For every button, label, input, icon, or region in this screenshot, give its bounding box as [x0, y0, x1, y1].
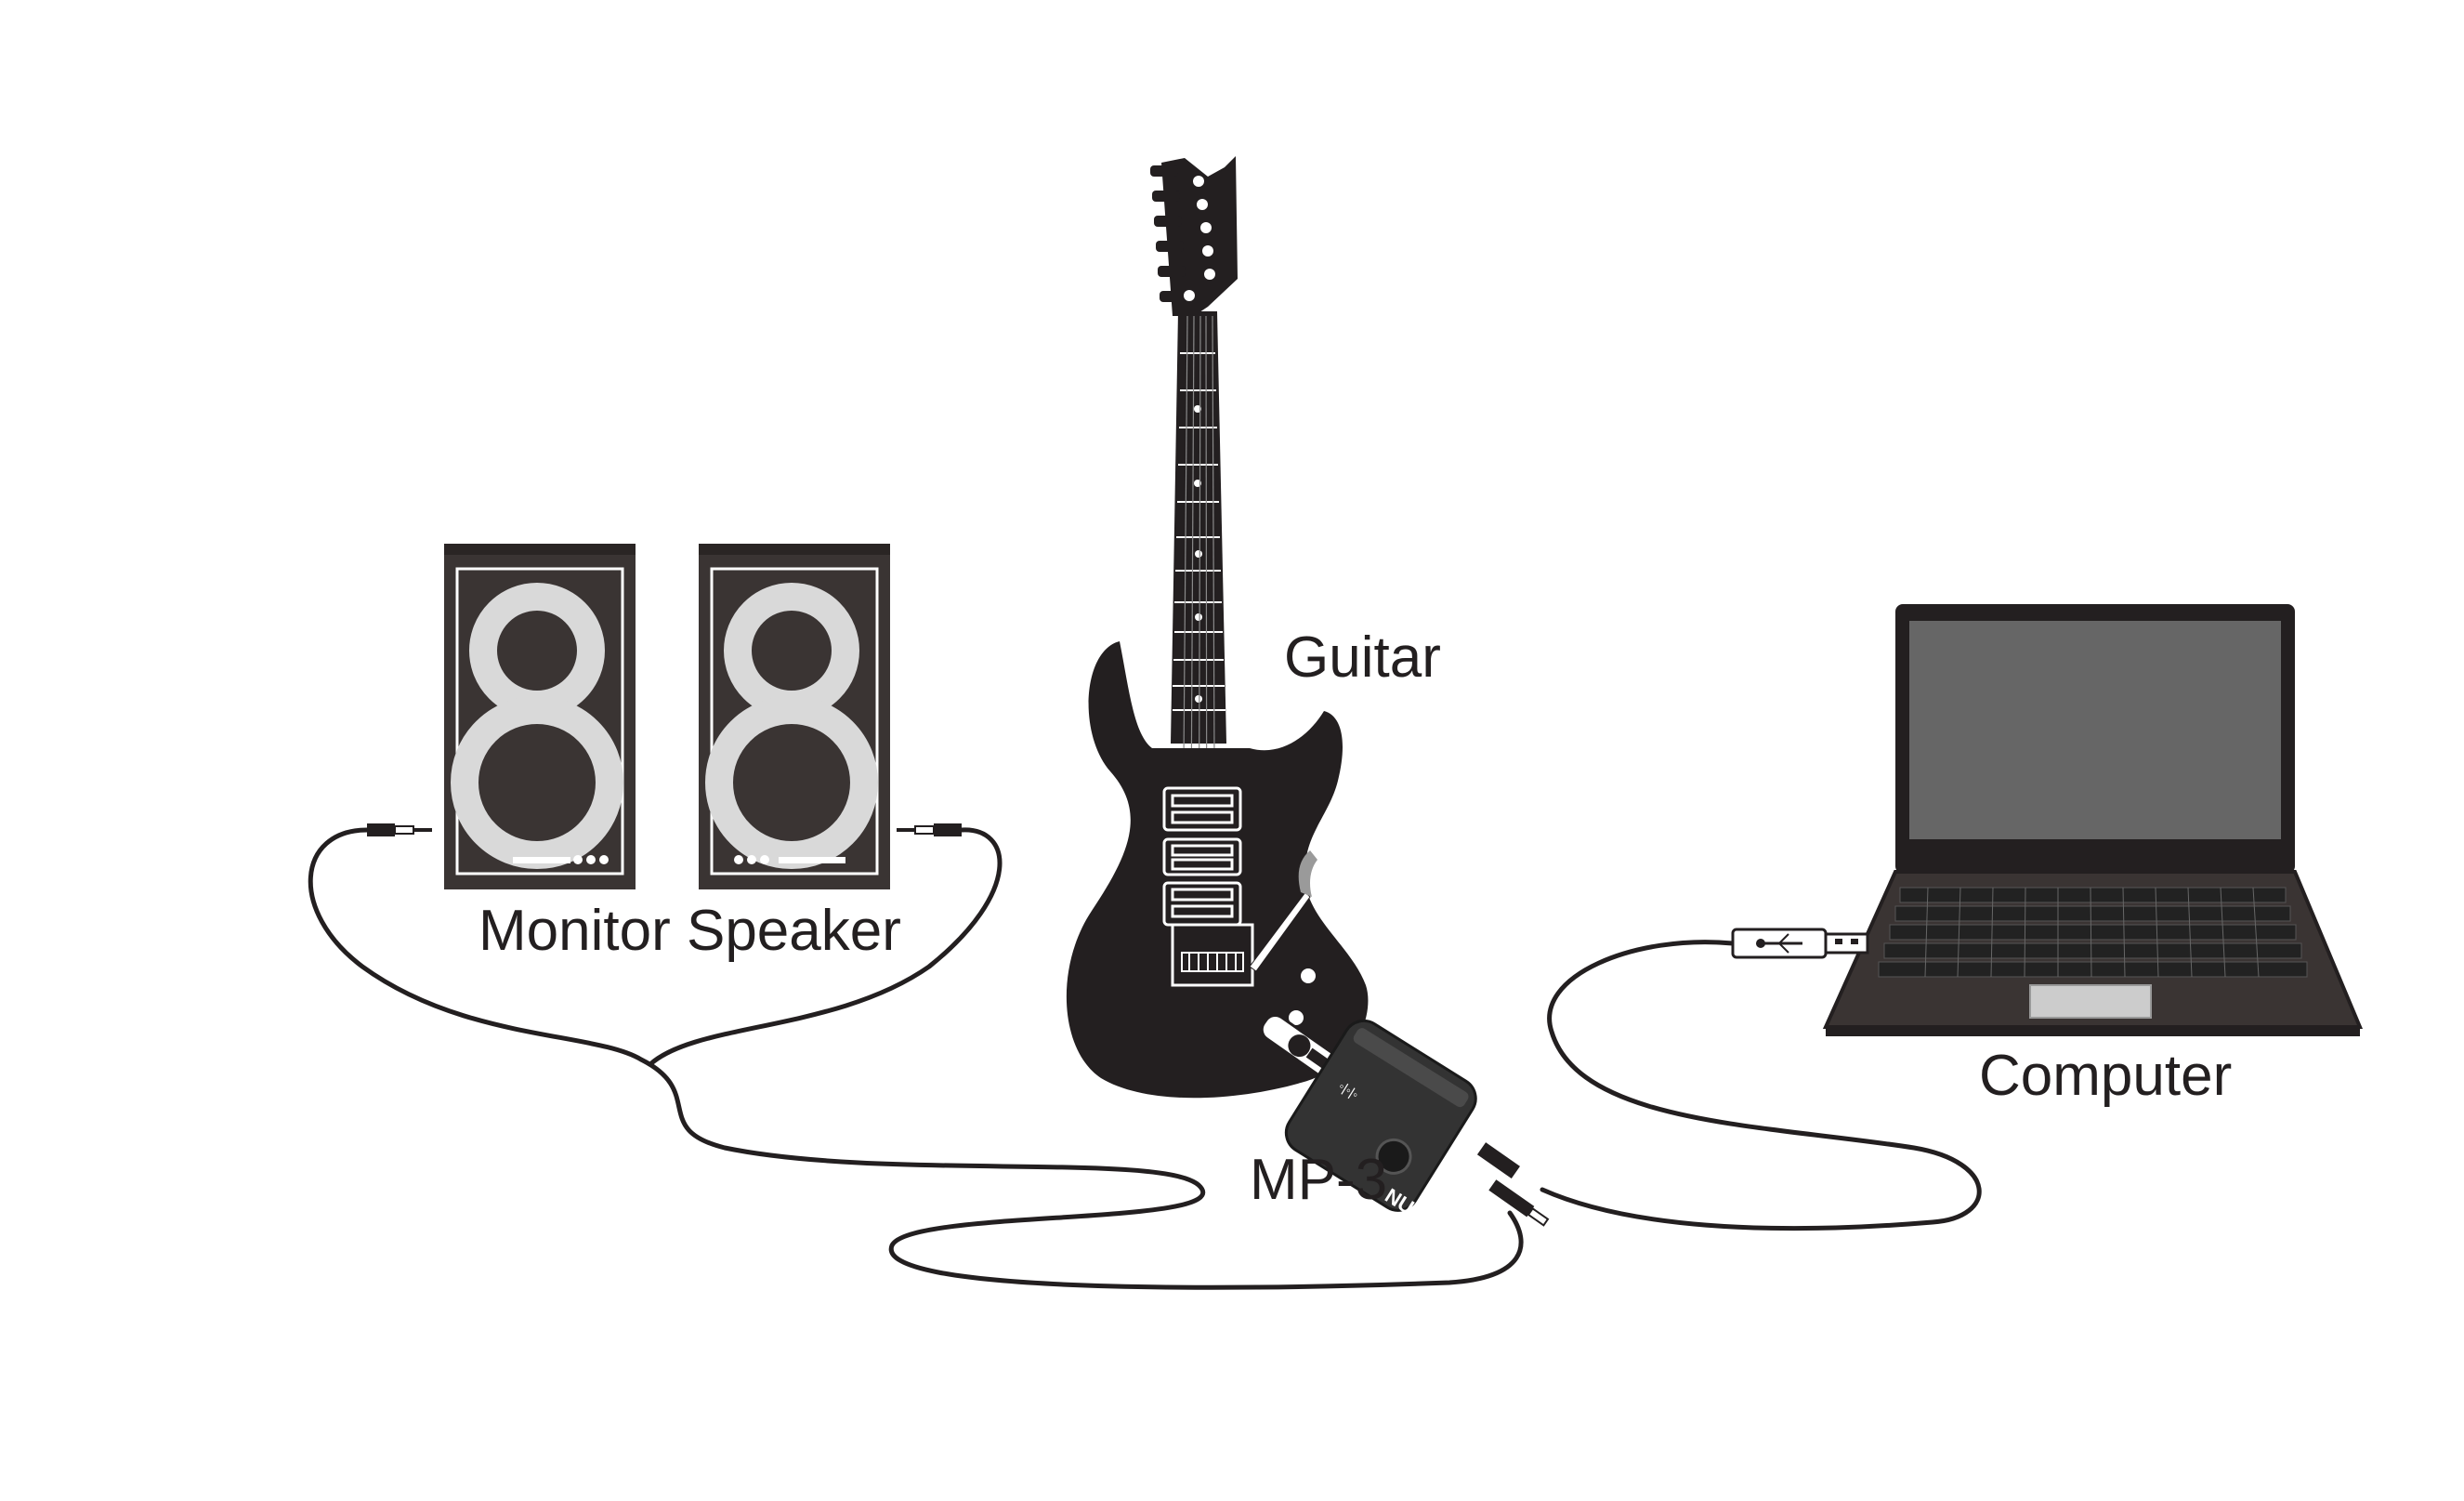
knob [1289, 1010, 1304, 1025]
tweeter [469, 583, 605, 718]
monitor-speaker-label: Monitor Speaker [478, 899, 901, 963]
usb-cable [1540, 940, 1982, 1231]
computer-label: Computer [1979, 1044, 2232, 1108]
tweeter [724, 583, 859, 718]
right-speaker [699, 544, 890, 889]
usb-connector [1476, 1142, 1520, 1179]
laptop-icon [1822, 604, 2364, 1036]
laptop-screen [1909, 621, 2281, 839]
cables [308, 827, 1982, 1290]
guitar-headphone-amp-icon: ◦|◦|◦ NUX [1260, 1014, 1550, 1227]
knob [1301, 968, 1316, 983]
audio-jack-icon [1488, 1179, 1550, 1227]
usb-icon [1731, 928, 1869, 959]
left-speaker-cable [308, 827, 1524, 1290]
device-label: MP-3 [1250, 1148, 1387, 1212]
woofer [451, 696, 623, 869]
woofer [705, 696, 878, 869]
right-speaker-cable [648, 827, 1003, 1067]
pickups [1162, 786, 1242, 927]
monitor-speakers [367, 544, 962, 889]
bridge [1171, 850, 1317, 987]
audio-jack-icon [367, 823, 432, 836]
touchpad [2029, 984, 2152, 1019]
left-speaker [444, 544, 636, 889]
audio-jack-icon [897, 823, 962, 836]
electric-guitar-icon [1066, 156, 1369, 1099]
guitar-label: Guitar [1284, 625, 1441, 690]
keyboard [1878, 887, 2308, 978]
